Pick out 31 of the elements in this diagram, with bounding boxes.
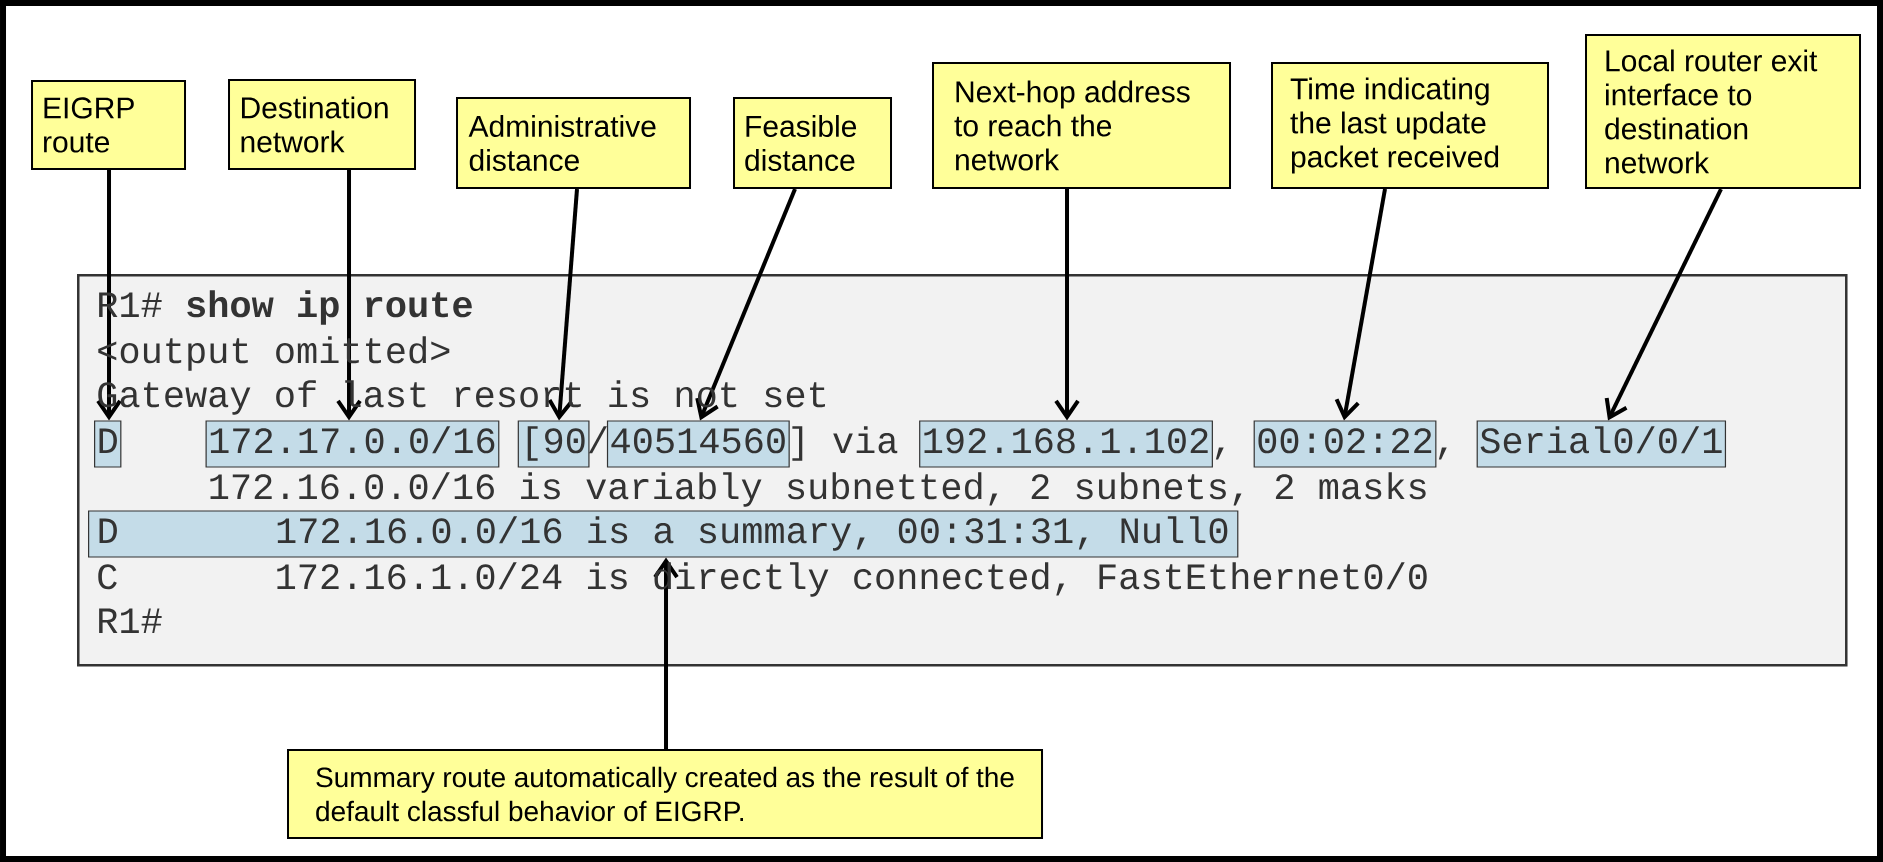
arrow xyxy=(336,170,362,421)
arrow xyxy=(96,170,122,421)
arrow xyxy=(653,557,679,749)
arrow xyxy=(1604,188,1723,421)
callout-box: Feasible distance xyxy=(733,97,892,189)
callout-box: EIGRP route xyxy=(31,80,186,170)
callout-box: Destination network xyxy=(228,79,416,170)
callout-box: Summary route automatically created as the result of the default classful behavior of EIGRP. xyxy=(287,749,1043,839)
highlighted-field: [90 xyxy=(517,420,590,468)
code-text: , xyxy=(1438,447,1447,460)
arrow xyxy=(1054,189,1080,421)
callout-box: Local router exit interface to destination network xyxy=(1585,34,1861,189)
arrow xyxy=(1334,188,1387,421)
arrow xyxy=(547,188,579,421)
arrow xyxy=(695,188,797,421)
highlighted-field: Serial0/0/1 xyxy=(1476,420,1727,468)
highlighted-field: 172.17.0.0/16 xyxy=(205,420,500,468)
highlighted-field: 40514560 xyxy=(606,420,790,468)
code-text: 172.16.0.0/16 is variably subnetted, 2 subnets, 2 masks xyxy=(210,472,1426,507)
highlighted-row: D 172.16.0.0/16 is a summary, 00:31:31, Null0 xyxy=(88,510,1239,558)
highlighted-field: 00:02:22 xyxy=(1253,420,1437,468)
callout-box: Time indicating the last update packet received xyxy=(1271,62,1549,189)
highlighted-field: 192.168.1.102 xyxy=(919,420,1213,468)
code-text: / xyxy=(588,426,607,454)
code-text: R1# xyxy=(99,608,162,633)
code-text: ] via xyxy=(792,426,898,461)
code-text: , xyxy=(1215,447,1224,460)
code-text: C xyxy=(98,564,117,590)
highlighted-field: D xyxy=(94,420,122,468)
callout-box: Administrative distance xyxy=(456,97,691,189)
callout-box: Next-hop address to reach the network xyxy=(932,62,1231,189)
